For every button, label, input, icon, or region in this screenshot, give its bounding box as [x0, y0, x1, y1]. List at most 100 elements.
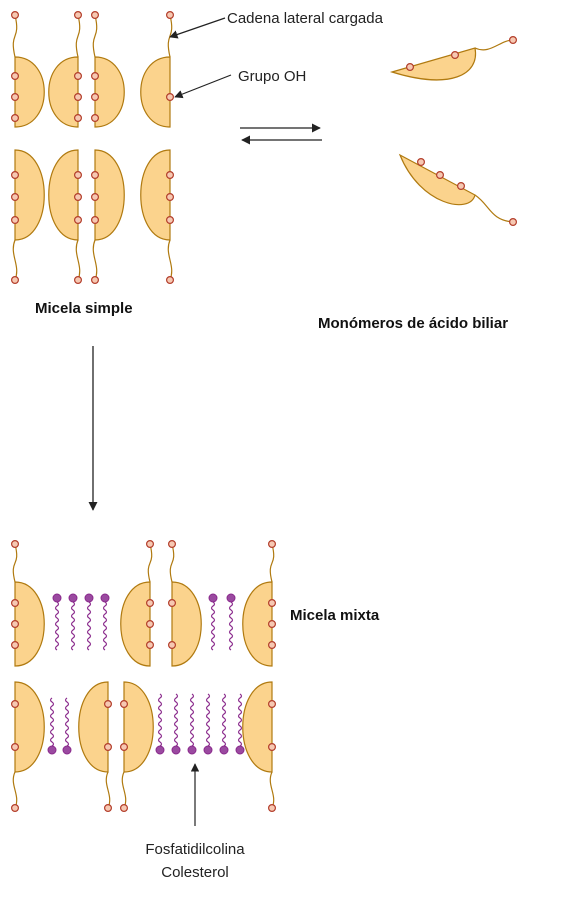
oh-group — [105, 701, 112, 708]
oh-group — [75, 12, 82, 19]
lipid-head — [172, 746, 180, 754]
charged-side-chain — [170, 544, 173, 582]
charged-side-chain — [270, 544, 273, 582]
charged-side-chain — [106, 772, 109, 808]
oh-group — [147, 600, 154, 607]
oh-group — [510, 37, 517, 44]
oh-group — [12, 642, 19, 649]
simple-micelle — [12, 12, 174, 284]
oh-group — [269, 621, 276, 628]
oh-group — [147, 621, 154, 628]
charged-side-chain-label: Cadena lateral cargada — [227, 10, 384, 27]
oh-group — [147, 642, 154, 649]
oh-group — [167, 217, 174, 224]
oh-group — [92, 277, 99, 284]
oh-group — [12, 701, 19, 708]
oh-group — [167, 277, 174, 284]
oh-group — [12, 115, 19, 122]
oh-group — [92, 115, 99, 122]
oh-group — [407, 64, 414, 71]
charged-side-chain — [13, 772, 16, 808]
lipid-tail — [191, 694, 194, 746]
oh-group — [12, 805, 19, 812]
oh-group — [121, 701, 128, 708]
oh-group — [12, 172, 19, 179]
charged-side-chain — [13, 240, 16, 280]
oh-group — [12, 217, 19, 224]
bile-acid-molecule — [141, 150, 170, 240]
lipid-tail — [88, 602, 91, 650]
charged-side-chain — [148, 544, 151, 582]
oh-group — [12, 744, 19, 751]
oh-group — [92, 73, 99, 80]
oh-group — [12, 277, 19, 284]
oh-group — [105, 744, 112, 751]
lipid-head — [188, 746, 196, 754]
lipid-tail — [230, 602, 233, 650]
oh-group — [105, 805, 112, 812]
bile-acid-monomer-top — [392, 48, 476, 80]
bile-acid-molecule — [243, 682, 272, 772]
bile-acid-molecule — [172, 582, 201, 666]
oh-group — [75, 73, 82, 80]
lipid-tail — [212, 602, 215, 650]
oh-group — [92, 194, 99, 201]
oh-group — [92, 12, 99, 19]
charged-side-chain — [475, 40, 513, 50]
bile-acid-monomer-bottom — [400, 155, 475, 205]
bile-acid-molecule — [121, 582, 150, 666]
equilibrium-arrows — [240, 128, 322, 140]
charged-side-chain — [122, 772, 125, 808]
lipid-head — [236, 746, 244, 754]
phosphatidylcholine-label: Fosfatidilcolina — [145, 841, 245, 858]
simple-micelle-label: Micela simple — [35, 300, 133, 317]
lipid-head — [85, 594, 93, 602]
oh-group-pointer — [175, 75, 231, 97]
oh-group — [510, 219, 517, 226]
oh-group — [75, 115, 82, 122]
bile-acid-molecule — [79, 682, 108, 772]
bile-acid-molecule — [49, 57, 78, 127]
oh-group — [167, 12, 174, 19]
lipid-head — [227, 594, 235, 602]
oh-group — [12, 541, 19, 548]
oh-group — [12, 194, 19, 201]
bile-acid-molecule — [243, 582, 272, 666]
charged-side-chain — [93, 240, 96, 280]
lipid-head — [48, 746, 56, 754]
charged-side-chain — [13, 544, 16, 582]
oh-group — [12, 12, 19, 19]
lipid-tail — [56, 602, 59, 650]
lipid-head — [220, 746, 228, 754]
bile-acid-molecule — [15, 57, 44, 127]
oh-group — [169, 541, 176, 548]
charged-side-chain — [93, 15, 96, 57]
oh-group — [12, 94, 19, 101]
charged-side-chain — [270, 772, 273, 808]
lipid-head — [101, 594, 109, 602]
charged-side-chain — [76, 240, 79, 280]
oh-group — [169, 642, 176, 649]
oh-group — [437, 172, 444, 179]
oh-group — [12, 621, 19, 628]
oh-group — [121, 805, 128, 812]
bile-acid-molecule — [141, 57, 170, 127]
oh-group — [92, 217, 99, 224]
lipid-tail — [72, 602, 75, 650]
lipid-head — [63, 746, 71, 754]
oh-group — [75, 277, 82, 284]
oh-group — [75, 194, 82, 201]
oh-group — [75, 172, 82, 179]
oh-group-label: Grupo OH — [238, 68, 306, 85]
lipid-head — [209, 594, 217, 602]
oh-group — [12, 73, 19, 80]
lipid-tail — [51, 698, 54, 746]
oh-group — [169, 600, 176, 607]
lipid-tail — [223, 694, 226, 746]
charged-side-chain — [475, 195, 513, 222]
lipid-tail — [175, 694, 178, 746]
oh-group — [269, 642, 276, 649]
cholesterol-label: Colesterol — [161, 864, 229, 881]
